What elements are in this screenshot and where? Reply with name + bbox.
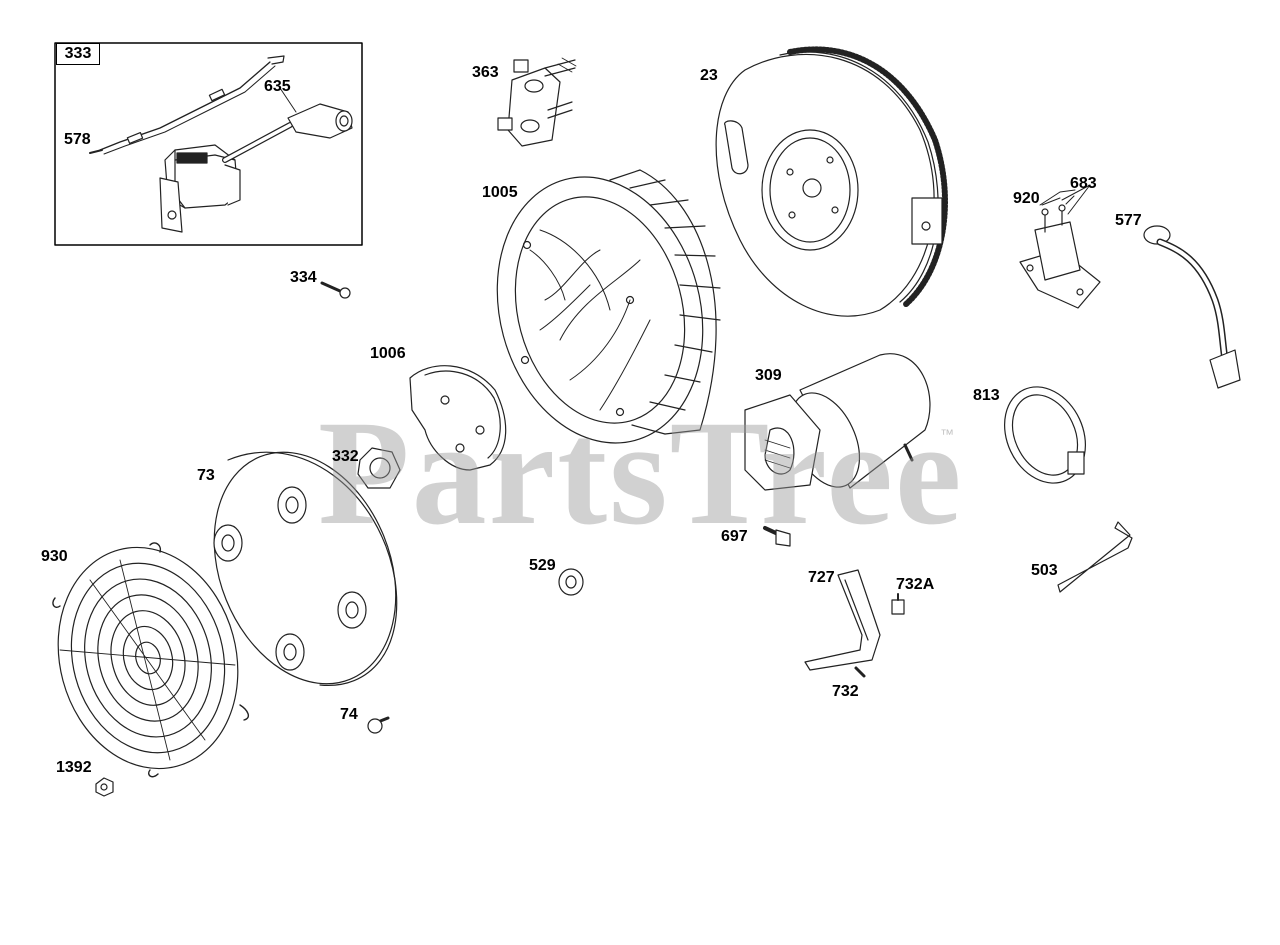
part-727-bracket <box>804 569 881 671</box>
inset-label: 333 <box>56 43 100 65</box>
callout-334: 334 <box>290 269 317 286</box>
callout-1005: 1005 <box>482 184 518 201</box>
callout-930: 930 <box>41 548 68 565</box>
part-73-cover <box>213 451 398 686</box>
callout-732: 732 <box>832 683 859 700</box>
trademark-mark: ™ <box>940 426 954 442</box>
part-732-screw <box>854 666 866 678</box>
callout-732a: 732A <box>896 576 935 593</box>
part-930-grille <box>52 542 250 778</box>
watermark: PartsTree <box>318 390 964 556</box>
part-74-screw <box>367 716 390 734</box>
part-813-clamp <box>1003 386 1087 484</box>
callout-683: 683 <box>1070 175 1097 192</box>
part-697-bolt <box>763 526 791 547</box>
callout-23: 23 <box>700 67 718 84</box>
callout-1392: 1392 <box>56 759 92 776</box>
callout-529: 529 <box>529 557 556 574</box>
callout-813: 813 <box>973 387 1000 404</box>
callout-578: 578 <box>64 131 91 148</box>
part-1006-shield <box>409 365 507 471</box>
callout-635: 635 <box>264 78 291 95</box>
callout-920: 920 <box>1013 190 1040 207</box>
part-503-bar <box>1057 521 1133 593</box>
part-529-grommet <box>558 568 584 596</box>
part-309-starter <box>744 353 931 491</box>
callout-332: 332 <box>332 448 359 465</box>
callout-727: 727 <box>808 569 835 586</box>
callout-363: 363 <box>472 64 499 81</box>
callout-73: 73 <box>197 467 215 484</box>
ignition-coil-inset <box>54 42 363 246</box>
callout-503: 503 <box>1031 562 1058 579</box>
part-1005-blower-fan <box>496 169 721 444</box>
part-363-bracket <box>497 57 577 147</box>
part-1392-nut <box>95 777 114 797</box>
leader-lines <box>1039 184 1091 215</box>
part-920-solenoid <box>1019 195 1101 309</box>
callout-1006: 1006 <box>370 345 406 362</box>
callout-577: 577 <box>1115 212 1142 229</box>
callout-309: 309 <box>755 367 782 384</box>
part-577-lead <box>1143 225 1241 389</box>
part-732a-screw <box>891 593 905 615</box>
part-23-flywheel <box>715 46 948 317</box>
callout-697: 697 <box>721 528 748 545</box>
part-332-nut <box>357 447 401 489</box>
callout-74: 74 <box>340 706 358 723</box>
part-334-screw <box>320 281 351 299</box>
